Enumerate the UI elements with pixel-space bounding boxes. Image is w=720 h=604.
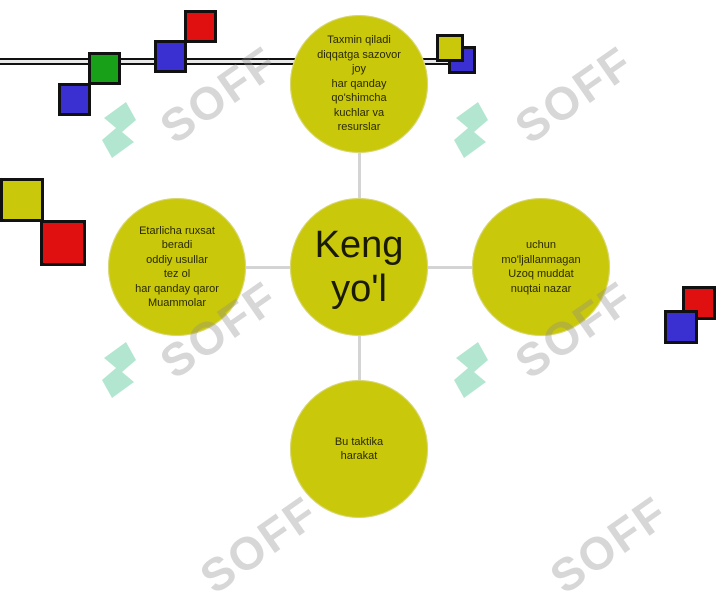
connector-bottom — [358, 334, 361, 384]
watermark-logo-icon — [454, 102, 488, 158]
deco-square-yellow — [436, 34, 464, 62]
deco-square-blue — [58, 83, 91, 116]
connector-top — [358, 150, 361, 202]
watermark-logo-icon — [102, 102, 136, 158]
watermark-text: SOFF — [505, 35, 643, 154]
node-bottom-text: Bu taktika harakat — [334, 435, 384, 463]
deco-square-green — [88, 52, 121, 85]
connector-right — [428, 266, 476, 269]
deco-square-red — [40, 220, 86, 266]
node-top: Taxmin qiladi diqqatga sazovor joy har q… — [290, 15, 428, 153]
node-center-title: Keng yo'l — [314, 224, 404, 310]
node-bottom: Bu taktika harakat — [290, 380, 428, 518]
watermark-text: SOFF — [190, 485, 328, 604]
connector-left — [244, 266, 292, 269]
node-right: uchun mo'ljallanmagan Uzoq muddat nuqtai… — [472, 198, 610, 336]
node-right-text: uchun mo'ljallanmagan Uzoq muddat nuqtai… — [501, 239, 581, 295]
watermark-logo-icon — [102, 342, 136, 398]
header-bar-inner — [0, 60, 468, 63]
node-left-text: Etarlicha ruxsat beradi oddiy usullar te… — [135, 224, 219, 310]
node-center: Keng yo'l — [290, 198, 428, 336]
deco-square-yellow — [0, 178, 44, 222]
node-left: Etarlicha ruxsat beradi oddiy usullar te… — [108, 198, 246, 336]
watermark-logo-icon — [454, 342, 488, 398]
deco-square-blue — [664, 310, 698, 344]
deco-square-blue — [154, 40, 187, 73]
deco-square-red — [184, 10, 217, 43]
node-top-text: Taxmin qiladi diqqatga sazovor joy har q… — [317, 34, 401, 134]
watermark-text: SOFF — [540, 485, 678, 604]
